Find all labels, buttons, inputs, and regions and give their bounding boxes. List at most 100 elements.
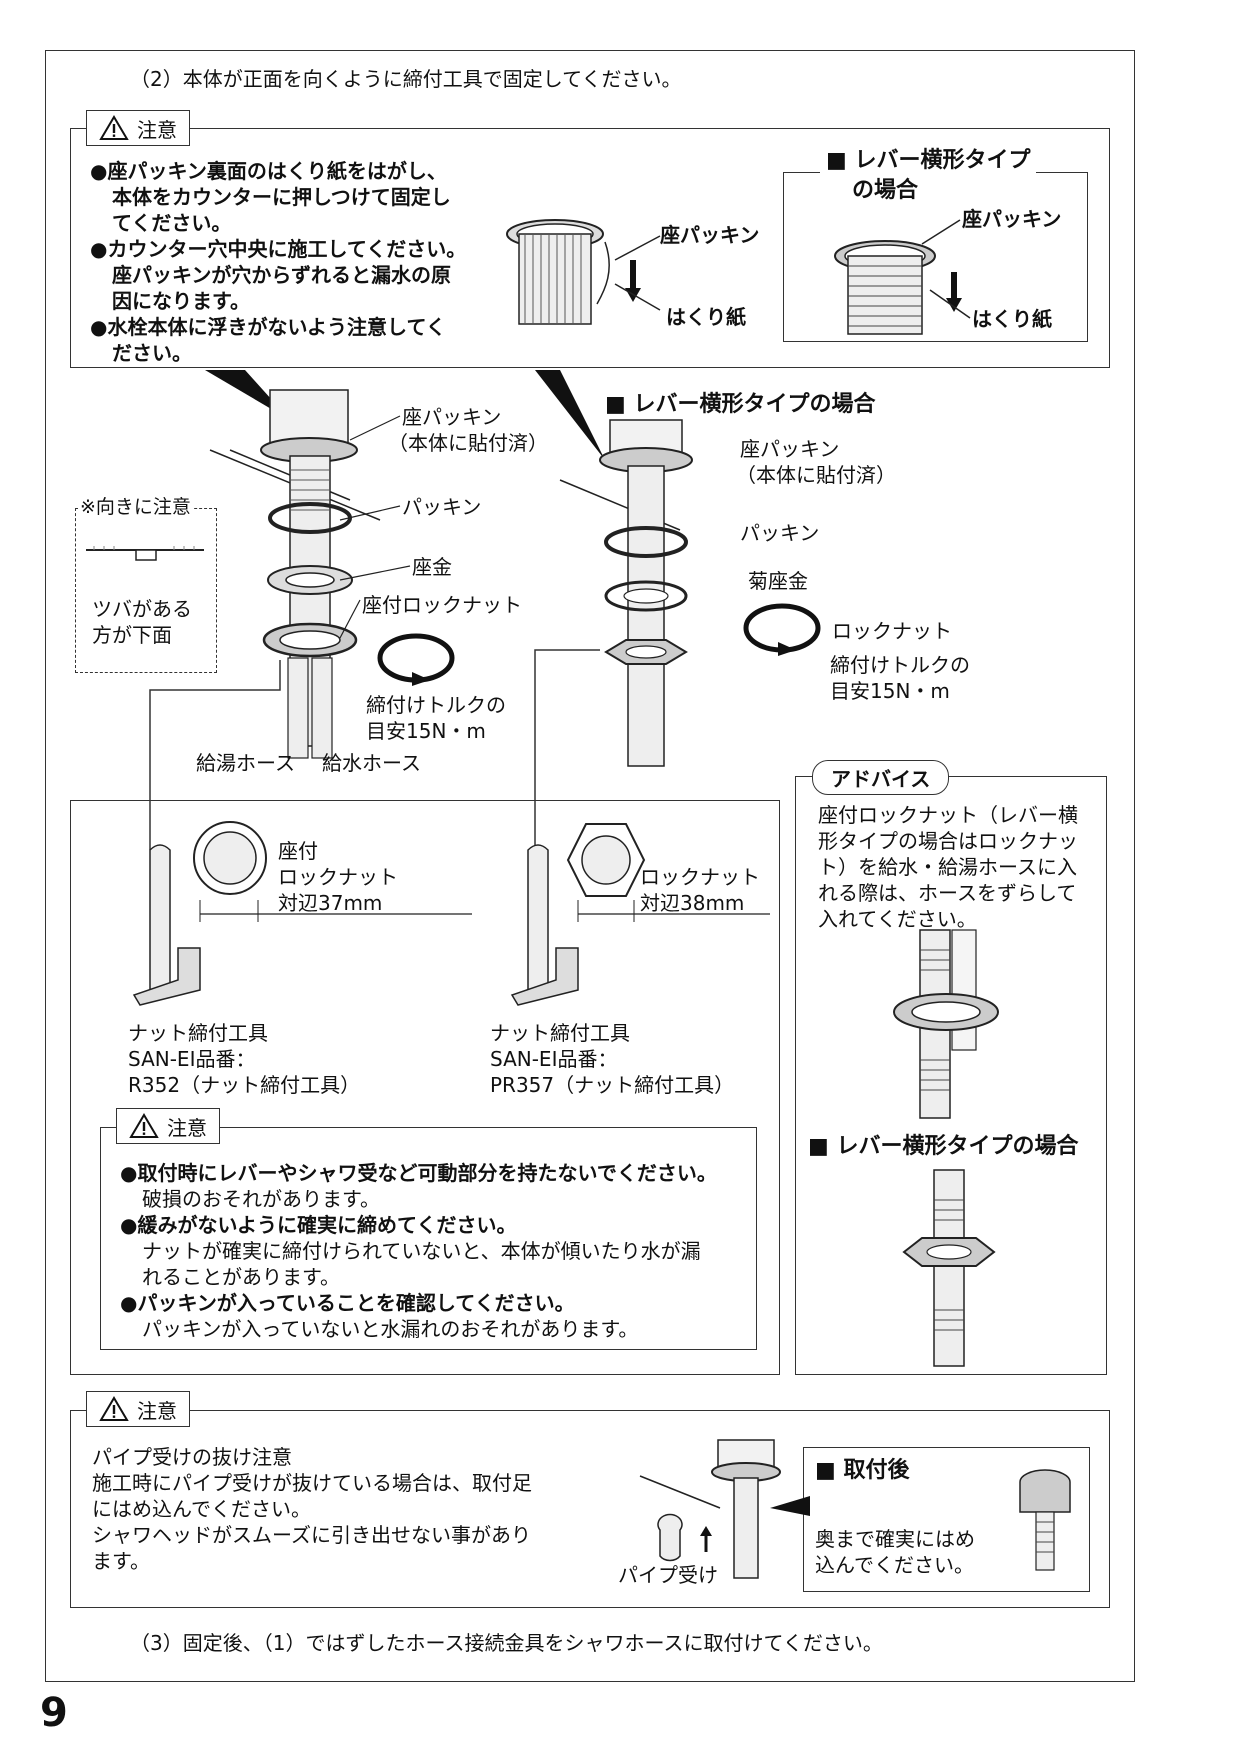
right-nut-label: ロックナット	[640, 865, 760, 889]
advice-subtitle: ■ レバー横形タイプの場合	[808, 1134, 1079, 1159]
advice-hose-hex-nut-figure	[902, 1169, 996, 1367]
caution-1-release-paper-label: はくり紙	[666, 305, 746, 329]
after-install-box	[803, 1447, 1090, 1592]
page-number: 9	[40, 1690, 68, 1736]
caution-2-line: パッキンが入っていないと水漏れのおそれがあります。	[142, 1317, 639, 1341]
caution-2-tag: 注意	[116, 1108, 220, 1144]
left-leader-lines	[339, 415, 411, 639]
step-2-text: （2）本体が正面を向くように締付工具で固定してください。	[130, 67, 682, 91]
right-packing-label: パッキン	[740, 521, 820, 545]
caution-2-line: ナットが確実に締付けられていないと、本体が傾いたり水が漏	[142, 1239, 701, 1263]
caution-1-line: ●水栓本体に浮きがないよう注意してく	[90, 315, 446, 339]
right-faucet-assembly	[559, 419, 693, 767]
right-seat-packing-label: 座パッキン	[740, 437, 840, 461]
right-hex-nut-icon	[566, 823, 646, 897]
caution-1-seat-packing-label: 座パッキン	[660, 223, 760, 247]
step-3-text: （3）固定後、（1）ではずしたホース接続金具をシャワホースに取付けてください。	[130, 1631, 883, 1655]
cold-hose-label: 給水ホース	[322, 751, 421, 775]
caution-1-line: ●座パッキン裏面のはくり紙をはがし、	[90, 159, 447, 183]
right-seat-packing-note: （本体に貼付済）	[736, 463, 896, 487]
hot-hose-label: 給湯ホース	[196, 751, 295, 775]
caution-3-wedge	[770, 1496, 810, 1516]
caution-label: 注意	[137, 1398, 177, 1423]
lever-type-title-2: の場合	[852, 178, 919, 203]
left-faucet-assembly	[209, 389, 381, 759]
left-washer-label: 座金	[412, 555, 452, 579]
left-seat-packing-label: 座パッキン	[402, 405, 502, 429]
left-locknut-label: 座付ロックナット	[362, 593, 522, 617]
left-torque-line-1: 締付けトルクの	[366, 693, 506, 717]
left-wrench-tool-icon	[132, 844, 201, 1006]
lever-type-title-1: ■ レバー横形タイプ	[820, 148, 1037, 174]
advice-box	[795, 776, 1107, 1375]
caution-2-line: ●緩みがないように確実に締めてください。	[120, 1213, 517, 1237]
advice-text: 座付ロックナット（レバー横形タイプの場合はロックナット）を給水・給湯ホースに入れ…	[818, 802, 1078, 932]
right-assembly-title: ■ レバー横形タイプの場合	[605, 392, 876, 417]
page-frame	[45, 50, 1135, 1682]
left-nut-label-2: ロックナット	[278, 865, 398, 889]
right-torque-line-1: 締付けトルクの	[830, 653, 970, 677]
lever-release-paper-label: はくり紙	[972, 307, 1052, 331]
after-install-line-2: 込んでください。	[815, 1553, 974, 1577]
after-install-line-1: 奥まで確実にはめ	[815, 1527, 975, 1551]
callout-wedges	[205, 370, 605, 460]
left-rotate-arrow-icon	[377, 633, 455, 686]
left-nut-label-1: 座付	[278, 839, 318, 863]
lever-seat-packing-label: 座パッキン	[962, 207, 1062, 231]
caution-1-line: てください。	[112, 211, 232, 235]
caution-2-line: 破損のおそれがあります。	[142, 1187, 380, 1211]
caution-3-tag: 注意	[86, 1391, 190, 1427]
left-connector-line	[149, 649, 600, 850]
caution-label: 注意	[167, 1115, 207, 1140]
advice-hose-round-nut-figure	[893, 929, 999, 1119]
left-tool-brand: SAN-EI品番：	[128, 1047, 256, 1071]
caution-3-title: パイプ受けの抜け注意	[92, 1445, 292, 1469]
caution-1-line: ●カウンター穴中央に施工してください。	[90, 237, 467, 261]
left-nut-size: 対辺37mm	[278, 891, 383, 915]
caution-2-line: ●パッキンが入っていることを確認してください。	[120, 1291, 575, 1315]
right-wrench-tool-icon	[510, 844, 579, 1006]
leader-lines-2	[921, 219, 971, 319]
warning-icon	[129, 1113, 159, 1138]
caution-3-line: シャワヘッドがスムーズに引き出せない事があり	[92, 1523, 531, 1547]
caution-3-box	[70, 1410, 1110, 1608]
caution-1-line: ださい。	[112, 341, 192, 365]
left-torque-line-2: 目安15N・m	[366, 719, 486, 743]
caution-2-line: れることがあります。	[142, 1265, 340, 1289]
caution-2-line: ●取付時にレバーやシャワ受など可動部分を持たないでください。	[120, 1161, 717, 1185]
advice-line: れる際は、ホースをずらして	[818, 881, 1077, 905]
left-dimension-line	[199, 900, 472, 922]
advice-label: アドバイス	[812, 760, 950, 795]
pipe-receiver-installed-figure	[1019, 1469, 1071, 1571]
right-tool-model: PR357（ナット締付工具）	[490, 1073, 735, 1097]
caution-1-line: 因になります。	[112, 289, 250, 313]
lever-seat-packing-figure	[834, 240, 962, 335]
after-install-title: ■ 取付後	[815, 1458, 910, 1483]
caution-3-line: 施工時にパイプ受けが抜けている場合は、取付足	[92, 1471, 532, 1495]
caution-2-text: ●取付時にレバーやシャワ受など可動部分を持たないでください。破損のおそれがありま…	[120, 1160, 717, 1342]
pipe-receiver-figure	[639, 1439, 781, 1579]
left-packing-label: パッキン	[402, 495, 482, 519]
left-seat-packing-note: （本体に貼付済）	[388, 431, 548, 455]
caution-1-line: 本体をカウンターに押しつけて固定し	[112, 185, 451, 209]
caution-3-line: ます。	[92, 1549, 150, 1573]
orientation-note-line-2: 方が下面	[92, 623, 172, 647]
advice-line: 座付ロックナット（レバー横	[818, 803, 1078, 827]
orientation-note-line-1: ツバがある	[92, 597, 192, 621]
flange-washer-figure	[86, 546, 204, 561]
right-locknut-label: ロックナット	[832, 619, 952, 643]
pipe-receiver-label: パイプ受け	[618, 1563, 718, 1587]
caution-1-text: ●座パッキン裏面のはくり紙をはがし、本体をカウンターに押しつけて固定してください…	[90, 158, 466, 366]
caution-3-line: にはめ込んでください。	[92, 1497, 311, 1521]
caution-1-box	[70, 128, 1110, 368]
warning-icon	[99, 115, 129, 140]
right-dimension-line	[577, 900, 770, 922]
right-tool-brand: SAN-EI品番：	[490, 1047, 618, 1071]
caution-3-text: 施工時にパイプ受けが抜けている場合は、取付足にはめ込んでください。シャワヘッドが…	[92, 1470, 532, 1574]
left-round-nut-icon	[193, 821, 267, 895]
caution-1-line: 座パッキンが穴からずれると漏水の原	[112, 263, 451, 287]
right-tool-name: ナット締付工具	[490, 1021, 630, 1045]
right-nut-size: 対辺38mm	[640, 891, 745, 915]
orientation-note-title: ※向きに注意	[78, 494, 193, 520]
left-tool-name: ナット締付工具	[128, 1021, 268, 1045]
